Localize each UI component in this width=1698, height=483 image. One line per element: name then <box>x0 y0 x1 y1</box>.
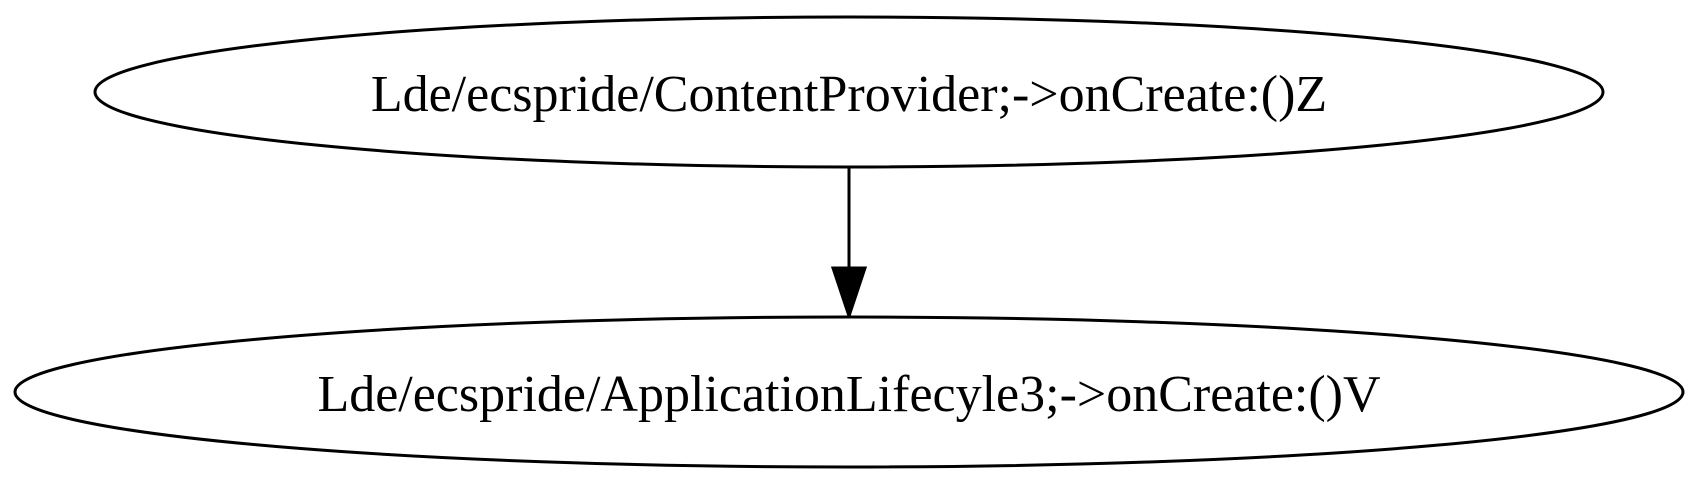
node-label: Lde/ecspride/ContentProvider;->onCreate:… <box>371 66 1327 123</box>
node-ellipse <box>93 15 1605 169</box>
node-contentprovider-oncreate[interactable]: Lde/ecspride/ContentProvider;->onCreate:… <box>93 15 1605 169</box>
node-label: Lde/ecspride/ApplicationLifecyle3;->onCr… <box>317 366 1380 423</box>
node-ellipse <box>13 315 1685 469</box>
node-applicationlifecyle3-oncreate[interactable]: Lde/ecspride/ApplicationLifecyle3;->onCr… <box>13 315 1685 469</box>
edge-contentprovider-to-applicationlifecyle3 <box>830 168 868 321</box>
edge-arrowhead <box>830 266 868 321</box>
